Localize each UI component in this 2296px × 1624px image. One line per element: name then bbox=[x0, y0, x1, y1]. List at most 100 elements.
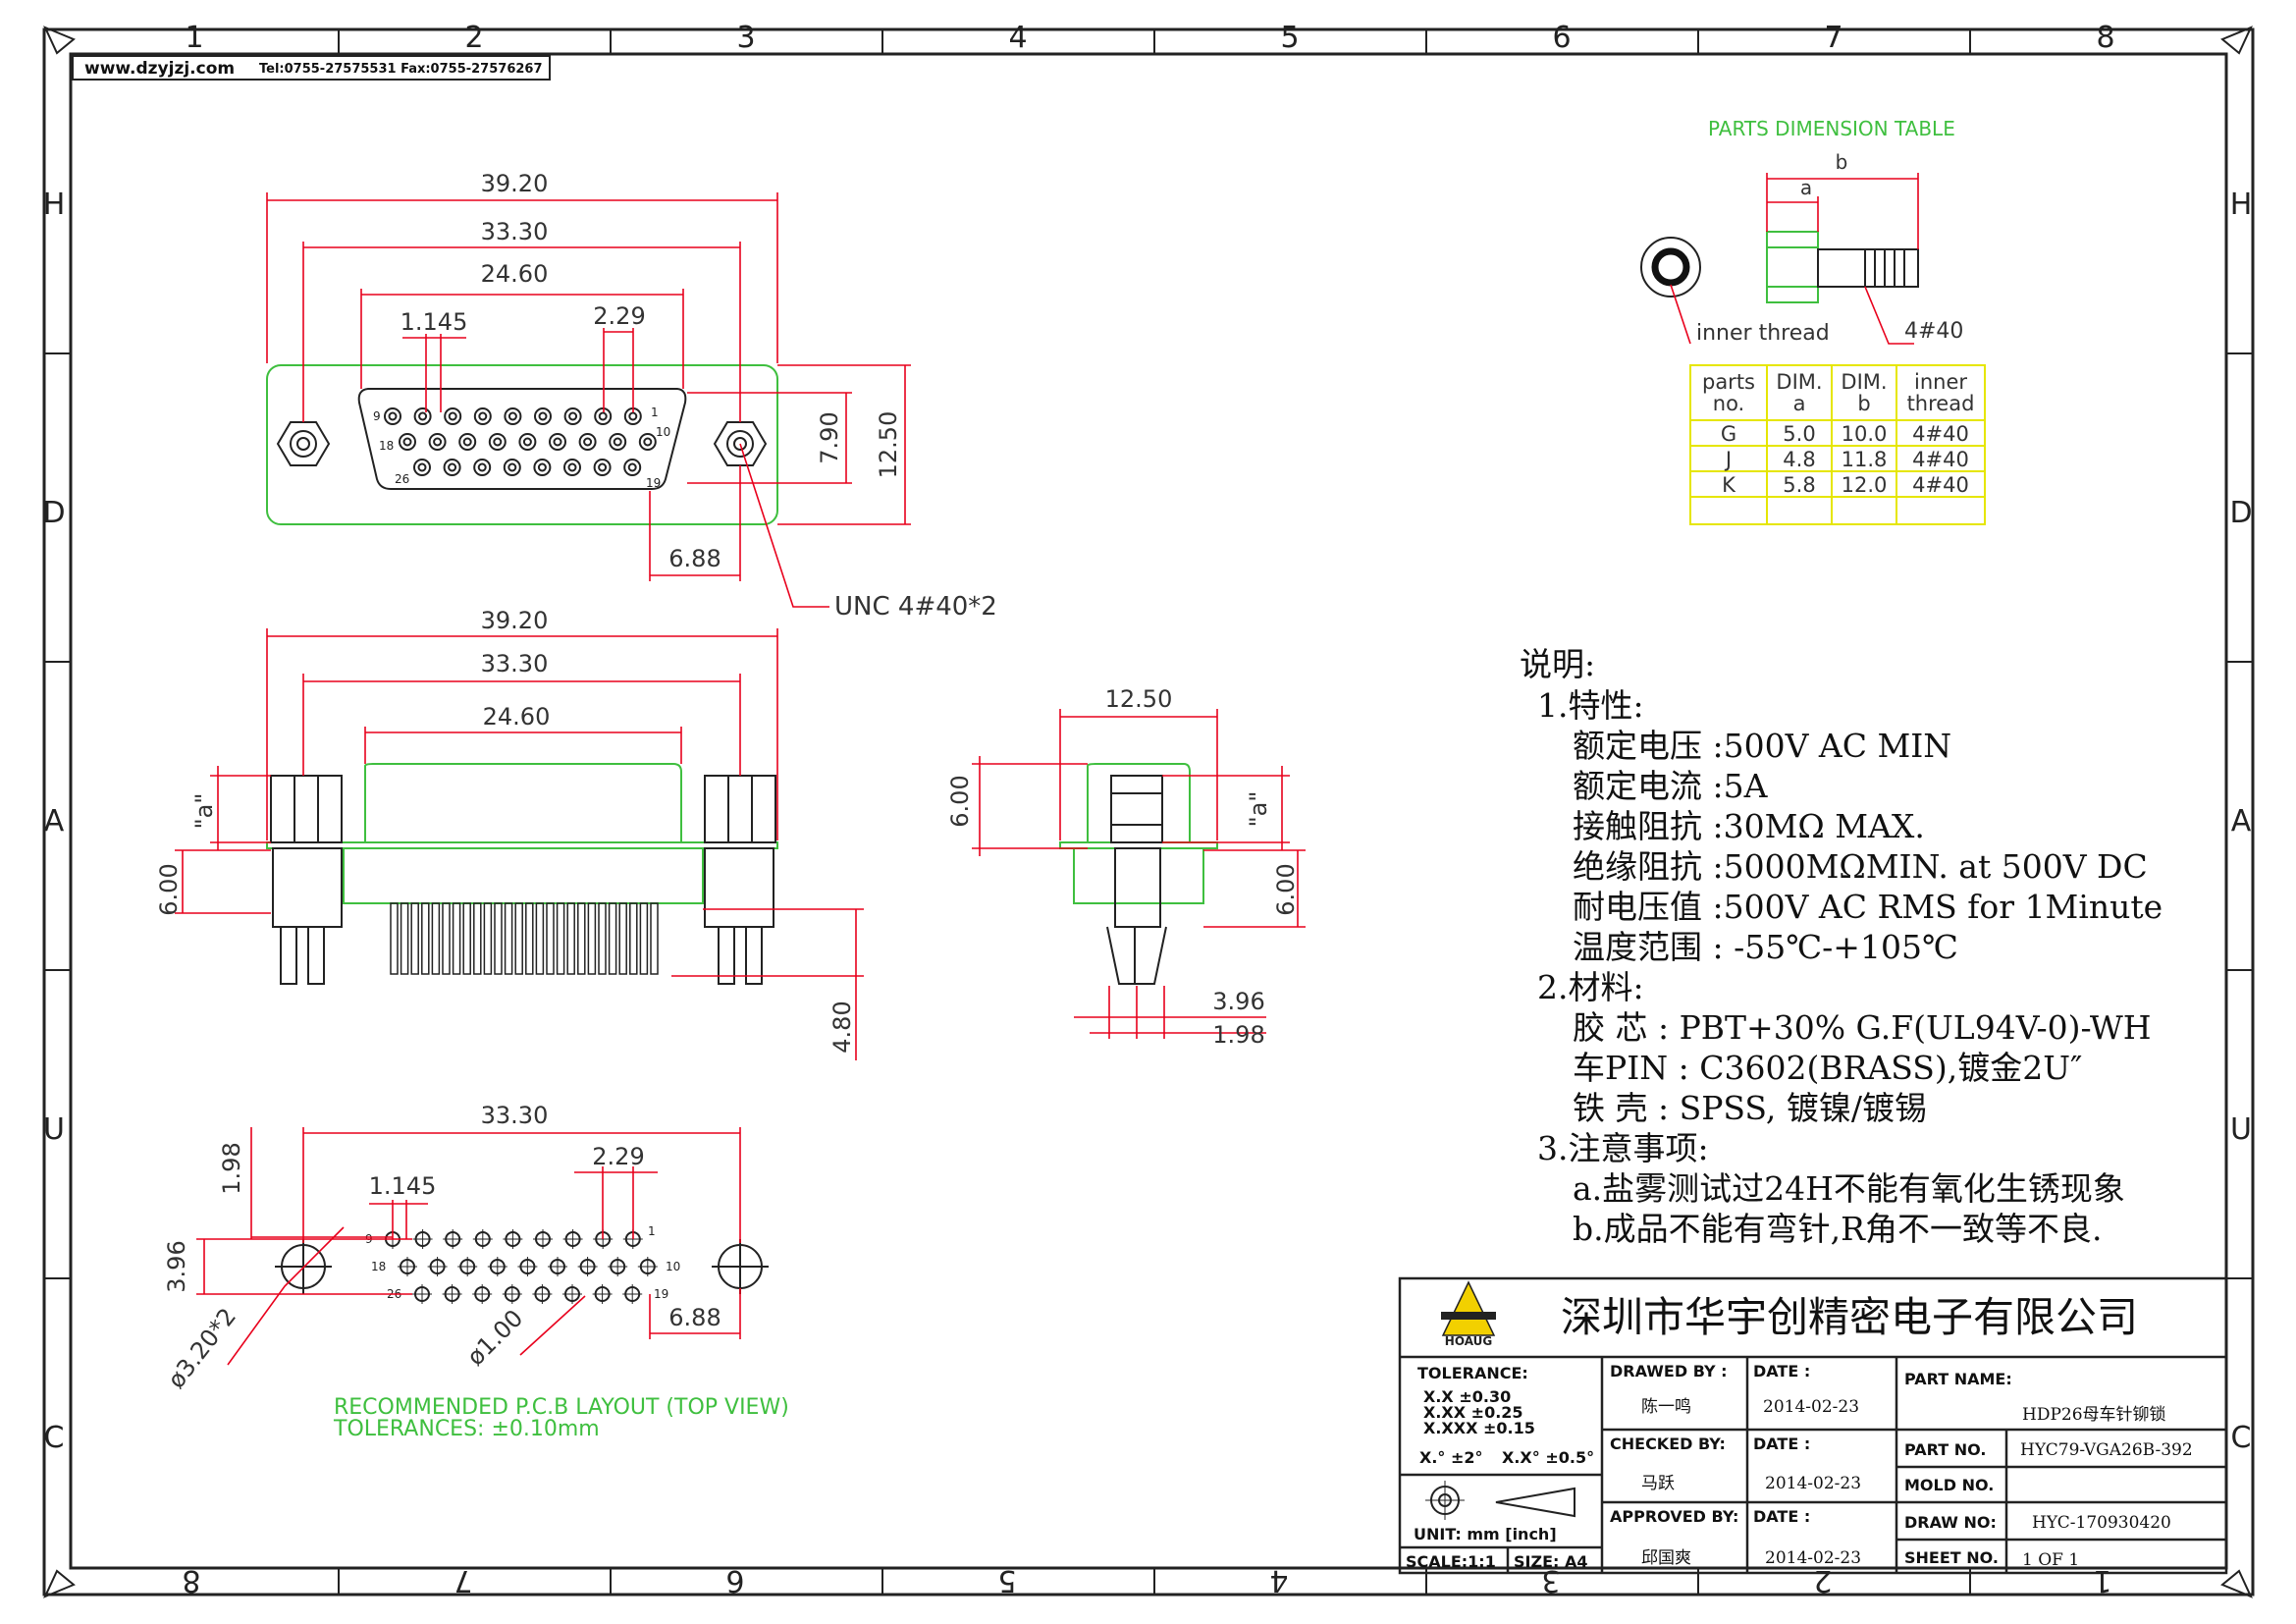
notes-heading: 说明: bbox=[1520, 645, 1595, 683]
pin-contact bbox=[507, 411, 517, 421]
dim-label: 33.30 bbox=[481, 218, 549, 245]
row-label-right: U bbox=[2230, 1112, 2252, 1147]
pin-lead bbox=[566, 902, 575, 975]
scale-label: SCALE:1:1 bbox=[1406, 1552, 1496, 1571]
pin-lead bbox=[546, 902, 555, 975]
table-cell: 5.8 bbox=[1783, 473, 1815, 497]
dim-label: 2.29 bbox=[593, 302, 645, 330]
sheet-no-value: 1 OF 1 bbox=[2022, 1550, 2079, 1570]
approved-by-value: 邱国爽 bbox=[1641, 1548, 1691, 1568]
dim-label: 4.80 bbox=[828, 1001, 856, 1053]
header-url: www.dzyjzj.com bbox=[84, 59, 235, 79]
pin-lead bbox=[483, 902, 493, 975]
dim-label: 6.00 bbox=[155, 863, 183, 915]
pin-contact bbox=[428, 433, 447, 451]
dim-label: 3.96 bbox=[163, 1240, 190, 1292]
tolerance-row: X.XX ±0.25 bbox=[1423, 1403, 1523, 1422]
dim-label: 1.145 bbox=[400, 308, 468, 336]
pin-lead bbox=[400, 902, 409, 975]
pin-lead bbox=[556, 902, 565, 975]
pin-contact bbox=[473, 459, 492, 476]
company-logo: HOAUG bbox=[1441, 1280, 1496, 1348]
tolerance-label: TOLERANCE: bbox=[1417, 1364, 1528, 1382]
end-view: 12.50 6.00 "a" 6.00 3.96 1.98 bbox=[946, 685, 1306, 1049]
row-label-right: D bbox=[2229, 496, 2252, 530]
pin-lead bbox=[650, 902, 659, 975]
pin-lead bbox=[421, 902, 430, 975]
col-label-bottom: 4 bbox=[1269, 1563, 1288, 1597]
pin-lead bbox=[410, 902, 419, 975]
notes-line: a.盐雾测试过24H不能有氧化生锈现象 bbox=[1573, 1169, 2125, 1208]
callout-label: UNC 4#40*2 bbox=[834, 592, 997, 622]
pin-contact bbox=[507, 462, 517, 472]
dim-label: 7.90 bbox=[816, 411, 843, 463]
pin-label: 18 bbox=[371, 1260, 386, 1273]
pin-lead bbox=[577, 902, 586, 975]
grid-labels: 1 2 3 4 5 6 7 8 1 2 3 4 5 6 7 8 H D A U … bbox=[42, 21, 2252, 1597]
table-cell: 4#40 bbox=[1912, 448, 1969, 471]
table-header-cell: no. bbox=[1713, 392, 1744, 415]
col-label-top: 3 bbox=[736, 21, 755, 55]
drawn-by-label: DRAWED BY : bbox=[1610, 1362, 1728, 1380]
pin-contact bbox=[473, 407, 492, 425]
col-label-bottom: 8 bbox=[182, 1563, 200, 1597]
row-label-left: A bbox=[44, 804, 65, 839]
row-label-left: C bbox=[44, 1421, 65, 1455]
dim-label: 33.30 bbox=[481, 650, 549, 677]
pin-contact bbox=[402, 437, 412, 447]
pin-contact bbox=[478, 411, 488, 421]
pin-label: 26 bbox=[395, 472, 409, 486]
pin-lead bbox=[462, 902, 471, 975]
pin-label: 19 bbox=[646, 476, 661, 490]
notes-line: 铁 壳 : SPSS, 镀镍/镀锡 bbox=[1573, 1089, 1927, 1127]
side-view: 39.20 33.30 24.60 "a" 6.00 4.80 bbox=[155, 607, 864, 1060]
date-value: 2014-02-23 bbox=[1765, 1474, 1861, 1493]
row-label-left: U bbox=[43, 1112, 65, 1147]
pin-lead bbox=[525, 902, 534, 975]
row-label-right: H bbox=[2230, 188, 2253, 222]
pin-lead bbox=[639, 902, 649, 975]
col-label-top: 4 bbox=[1008, 21, 1027, 55]
pin-lead bbox=[452, 902, 461, 975]
side-pin-row bbox=[390, 902, 659, 975]
pin-label: 1 bbox=[651, 406, 659, 419]
part-no-label: PART NO. bbox=[1904, 1440, 1986, 1459]
pin-lead bbox=[598, 902, 607, 975]
pin-lead bbox=[535, 902, 545, 975]
col-label-top: 1 bbox=[185, 21, 203, 55]
parts-dimension-table: PARTS DIMENSION TABLE b a inner thread 4… bbox=[1640, 117, 1986, 525]
table-cell: 12.0 bbox=[1842, 473, 1888, 497]
table-header-cell: thread bbox=[1907, 392, 1975, 415]
part-name-value: HDP26母车针铆锁 bbox=[2022, 1405, 2166, 1425]
date-label: DATE : bbox=[1753, 1362, 1810, 1380]
dim-label: 24.60 bbox=[481, 260, 549, 288]
svg-text:HOAUG: HOAUG bbox=[1445, 1334, 1492, 1348]
pin-label: 19 bbox=[654, 1287, 668, 1301]
pin-contact bbox=[477, 462, 487, 472]
dim-label: 33.30 bbox=[481, 1102, 549, 1129]
pin-contact bbox=[643, 437, 653, 447]
table-cell: 11.8 bbox=[1842, 448, 1888, 471]
notes-line: 3.注意事项: bbox=[1537, 1129, 1709, 1167]
pcb-layout: 9 1 18 10 26 19 33.30 2.29 1.145 1. bbox=[162, 1102, 788, 1441]
pin-contact bbox=[518, 433, 537, 451]
dim-label: 12.50 bbox=[875, 411, 902, 479]
row-label-right: C bbox=[2231, 1421, 2252, 1455]
notes-line: 车PIN : C3602(BRASS),镀金2U″ bbox=[1573, 1049, 2082, 1087]
pin-contact bbox=[598, 411, 608, 421]
spec-notes: 说明: 1.特性: 额定电压 :500V AC MIN 额定电流 :5A 接触阻… bbox=[1520, 645, 2163, 1248]
notes-line: 2.材料: bbox=[1537, 968, 1644, 1006]
pin-contact bbox=[578, 433, 597, 451]
row-label-left: D bbox=[42, 496, 65, 530]
table-cell: 4.8 bbox=[1783, 448, 1815, 471]
pin-lead bbox=[504, 902, 513, 975]
dim-label: 1.98 bbox=[218, 1142, 245, 1194]
front-view: 9 1 18 10 26 19 39.2 bbox=[266, 170, 997, 622]
unit-label: UNIT: mm [inch] bbox=[1414, 1525, 1557, 1543]
col-label-bottom: 1 bbox=[2093, 1563, 2111, 1597]
dim-label: 39.20 bbox=[481, 607, 549, 634]
pin-contact bbox=[384, 407, 401, 425]
draw-no-value: HYC-170930420 bbox=[2032, 1513, 2171, 1533]
